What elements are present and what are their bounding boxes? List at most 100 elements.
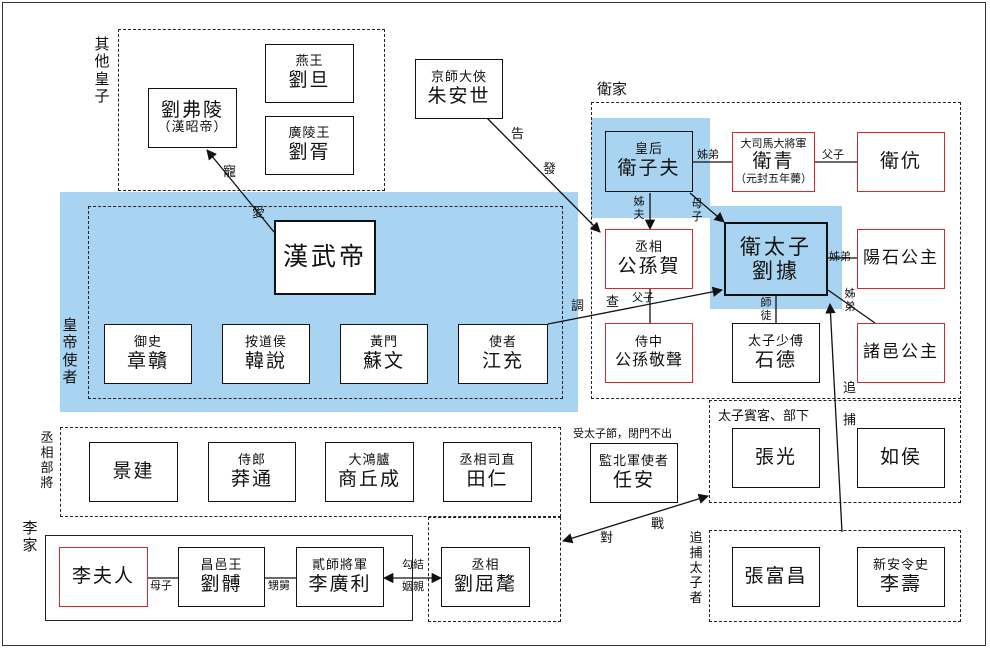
node-title: 新安令史	[872, 557, 929, 573]
node-title: 丞相	[634, 239, 663, 255]
node-name: 劉髆	[200, 572, 243, 595]
envoys-group	[88, 206, 563, 399]
node-name: 石德	[754, 348, 797, 371]
rel-sister-husband: 姊夫	[633, 195, 645, 221]
node-name: 李廣利	[308, 572, 372, 595]
other-princes-group	[118, 29, 385, 191]
node-su-wen[interactable]: 黃門 蘇文	[340, 324, 428, 384]
node-zhu-anshi[interactable]: 京師大俠 朱安世	[415, 59, 503, 119]
node-name: 章贛	[126, 349, 169, 372]
rel-teacher-student: 師徒	[760, 296, 772, 322]
node-name: 劉據	[752, 259, 800, 283]
node-zhang-fuchang[interactable]: 張富昌	[732, 547, 820, 607]
node-name: 劉旦	[288, 69, 331, 92]
rel-gao: 告	[511, 127, 525, 142]
rel-yinqin: 姻親	[402, 580, 424, 593]
pursuers-group	[709, 530, 961, 622]
node-gongsun-jingsheng[interactable]: 侍中 公孫敬聲	[605, 323, 693, 383]
line-wudi-fuling	[206, 149, 275, 233]
node-name: 劉胥	[288, 141, 331, 164]
node-zhuyi-princess[interactable]: 諸邑公主	[857, 323, 945, 383]
node-title: 侍郎	[237, 452, 266, 468]
rel-mother-son: 母子	[691, 197, 703, 223]
node-name: 朱安世	[427, 84, 491, 107]
node-title: 大鴻臚	[348, 452, 391, 468]
node-han-yue[interactable]: 按道侯 韓說	[222, 324, 310, 384]
node-tian-ren[interactable]: 丞相司直 田仁	[443, 442, 532, 502]
node-name: 景建	[112, 460, 155, 483]
node-name: 陽石公主	[863, 248, 939, 269]
node-name: 田仁	[466, 467, 509, 490]
node-name: 公孫賀	[617, 254, 681, 277]
node-li-shou[interactable]: 新安令史 李壽	[857, 547, 945, 607]
line-prince-zhu	[827, 289, 876, 324]
node-gongsun-he[interactable]: 丞相 公孫賀	[605, 229, 693, 289]
rel-bu: 捕	[843, 413, 857, 428]
node-li-guangli[interactable]: 貳師將軍 李廣利	[296, 547, 384, 607]
rel-diao: 調	[571, 299, 585, 314]
node-title: 昌邑王	[200, 557, 243, 573]
node-liu-bo[interactable]: 昌邑王 劉髆	[178, 547, 265, 607]
node-name: 劉弗陵	[160, 98, 224, 121]
node-shangqiu-cheng[interactable]: 大鴻臚 商丘成	[325, 442, 414, 502]
chancellor-liu-group	[428, 517, 561, 622]
node-name: 韓說	[244, 349, 287, 372]
node-liu-xu[interactable]: 廣陵王 劉胥	[265, 116, 354, 175]
node-shi-de[interactable]: 太子少傅 石德	[732, 323, 820, 383]
node-name: 李夫人	[71, 565, 135, 588]
node-name: 商丘成	[337, 467, 401, 490]
node-han-wudi[interactable]: 漢武帝	[274, 220, 376, 295]
group-label-other-princes: 其他皇子	[94, 35, 110, 105]
node-wei-zifu[interactable]: 皇后 衛子夫	[605, 131, 693, 192]
node-title: 按道侯	[244, 334, 287, 350]
node-crown-prince[interactable]: 衛太子 劉據	[724, 222, 828, 296]
node-liu-quli[interactable]: 丞相 劉屈氂	[441, 547, 530, 607]
node-title: 京師大俠	[430, 69, 487, 85]
rel-in-law: 甥舅	[268, 579, 290, 592]
node-name: 衛子夫	[617, 157, 681, 180]
node-ru-hou[interactable]: 如侯	[857, 428, 945, 488]
node-title: 黃門	[369, 334, 398, 350]
node-title: 貳師將軍	[311, 557, 368, 573]
node-jing-jian[interactable]: 景建	[89, 442, 178, 502]
node-name: 莽通	[230, 467, 273, 490]
node-title: 監北軍使者	[598, 453, 669, 469]
node-title: 御史	[133, 334, 162, 350]
node-title: 侍中	[634, 335, 663, 351]
node-wei-kang[interactable]: 衛伉	[857, 132, 945, 192]
node-ren-an[interactable]: 監北軍使者 任安	[590, 443, 678, 503]
group-label-pursuers: 追捕太子者	[689, 531, 703, 606]
node-name: 蘇文	[362, 349, 405, 372]
node-jiang-chong[interactable]: 使者 江充	[458, 324, 548, 384]
node-note: （漢昭帝）	[157, 120, 228, 136]
node-title: 燕王	[295, 54, 324, 70]
line-zhu-gongsun	[486, 117, 601, 233]
rel-ai: 愛	[252, 206, 266, 221]
node-zhang-guang[interactable]: 張光	[732, 428, 820, 488]
node-yangshi-princess[interactable]: 陽石公主	[857, 229, 945, 289]
node-title: 太子少傅	[747, 333, 804, 349]
rel-sister-brother-zhu: 姊弟	[844, 287, 856, 313]
node-name: 江充	[481, 349, 524, 372]
rel-sister-brother-yang: 姊弟	[829, 250, 851, 263]
node-zhang-gan[interactable]: 御史 章贛	[104, 324, 192, 384]
node-liu-fuling[interactable]: 劉弗陵 （漢昭帝）	[148, 88, 237, 148]
node-title: 皇后	[634, 142, 663, 158]
node-note: （元封五年薨）	[735, 171, 812, 185]
node-title: 廣陵王	[288, 126, 331, 142]
rel-zhan: 戰	[651, 517, 665, 532]
node-title: 衛太子	[740, 234, 812, 259]
rel-cha: 查	[606, 295, 620, 310]
node-mang-tong[interactable]: 侍郎 莽通	[208, 442, 296, 502]
group-label-li-family: 李家	[22, 519, 38, 555]
node-name: 李壽	[879, 572, 922, 595]
group-label-wei-family: 衛家	[597, 80, 628, 98]
wei-family-group	[591, 102, 961, 399]
rel-chong: 寵	[223, 165, 237, 180]
node-wei-qing[interactable]: 大司馬大將軍 衛青 （元封五年薨）	[732, 132, 815, 192]
node-liu-dan[interactable]: 燕王 劉旦	[265, 44, 354, 103]
node-name: 張富昌	[744, 565, 808, 588]
node-li-furen[interactable]: 李夫人	[59, 547, 148, 607]
